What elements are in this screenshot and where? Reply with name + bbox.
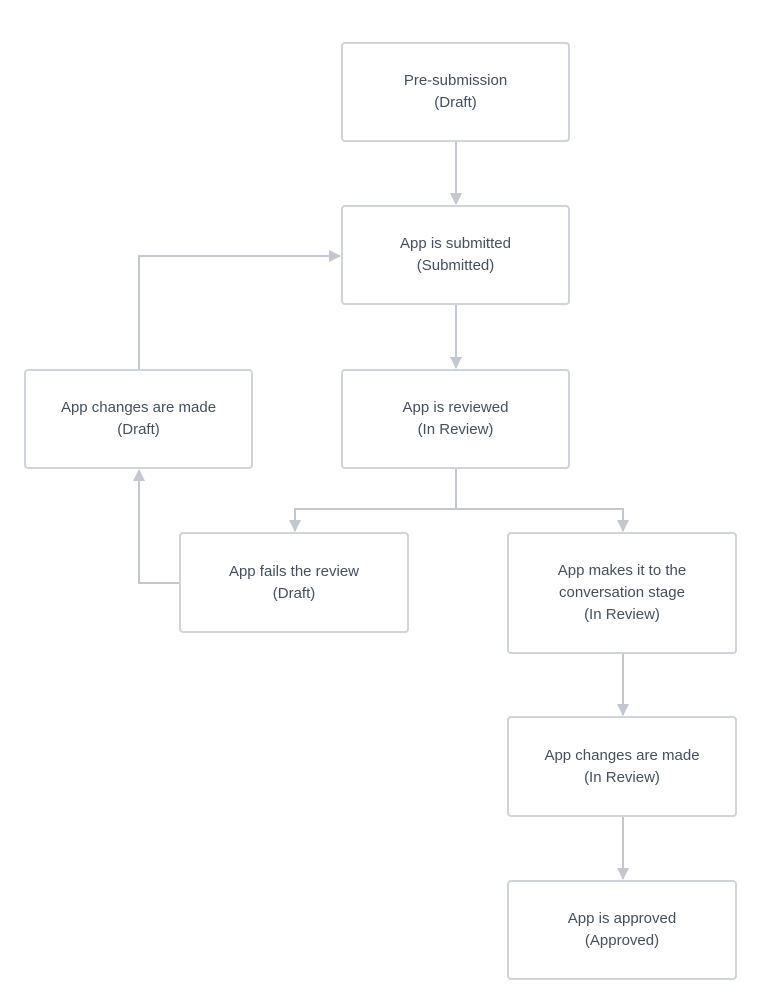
node-status: (Submitted) xyxy=(416,257,495,274)
node-app-reviewed: App is reviewed (In Review) xyxy=(341,369,570,469)
node-status: (Approved) xyxy=(584,932,660,949)
node-status: (Draft) xyxy=(117,421,160,438)
node-app-conversation-stage: App makes it to the conversation stage (… xyxy=(507,532,737,654)
node-label: Pre-submission xyxy=(403,72,508,89)
node-app-changes-draft: App changes are made (Draft) xyxy=(24,369,253,469)
node-label: App is reviewed xyxy=(402,399,509,416)
node-status: (Draft) xyxy=(434,94,477,111)
node-app-changes-in-review: App changes are made (In Review) xyxy=(507,716,737,817)
node-app-submitted: App is submitted (Submitted) xyxy=(341,205,570,305)
node-app-approved: App is approved (Approved) xyxy=(507,880,737,980)
node-label: App makes it to the xyxy=(557,562,687,579)
arrow-changes-draft-to-submitted xyxy=(138,250,341,369)
node-label: App changes are made xyxy=(544,746,700,764)
arrow-reviewed-to-conversation xyxy=(456,508,629,532)
node-label: App is submitted xyxy=(400,235,511,252)
node-label: App changes are made xyxy=(60,399,217,416)
node-status: (In Review) xyxy=(584,768,660,786)
node-label: App fails the review xyxy=(228,562,360,580)
arrow-fails-to-changes-draft xyxy=(133,469,179,584)
arrow-reviewed-to-fails xyxy=(289,469,457,532)
node-status: (Draft) xyxy=(272,584,316,602)
node-app-fails-review: App fails the review (Draft) xyxy=(179,532,409,633)
node-status: (In Review) xyxy=(584,606,660,623)
node-label-line2: conversation stage xyxy=(559,584,685,601)
node-label: App is approved xyxy=(567,910,677,927)
node-status: (In Review) xyxy=(417,421,494,438)
node-pre-submission: Pre-submission (Draft) xyxy=(341,42,570,142)
